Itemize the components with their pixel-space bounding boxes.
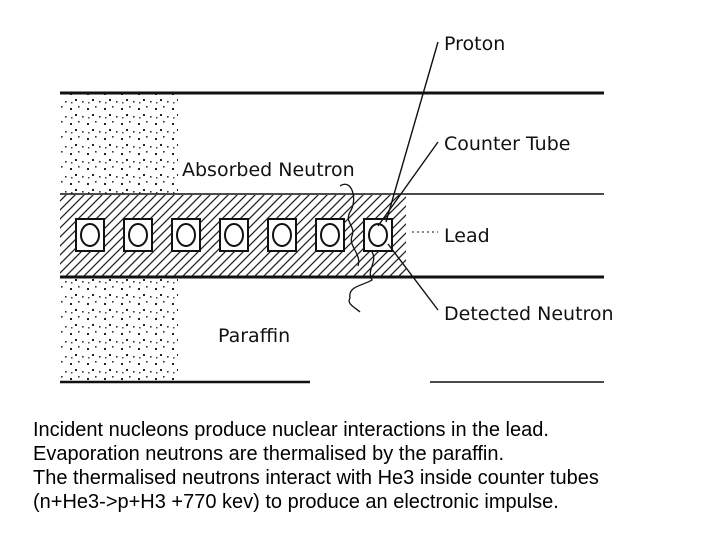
paraffin-lower-region [60, 278, 178, 380]
absorbed-neutron-track [339, 183, 360, 267]
counter-tube [363, 218, 393, 252]
he3-tube [368, 223, 388, 247]
label-lead: Lead [444, 225, 490, 247]
caption-line-4: (n+He3->p+H3 +770 kev) to produce an ele… [33, 491, 559, 513]
paraffin-upper-region [60, 94, 178, 194]
label-paraffin: Paraffin [218, 325, 290, 347]
counter-tube [171, 218, 201, 252]
label-detected-neutron: Detected Neutron [444, 303, 614, 325]
caption-line-2: Evaporation neutrons are thermalised by … [33, 443, 505, 465]
counter-tube [75, 218, 105, 252]
he3-tube [80, 223, 100, 247]
counter-tube-leader-line [377, 141, 439, 227]
counter-tube [315, 218, 345, 252]
he3-tube [176, 223, 196, 247]
he3-tube [272, 223, 292, 247]
caption-line-3: The thermalised neutrons interact with H… [33, 467, 599, 489]
proton-leader-line [385, 41, 439, 223]
he3-tube [128, 223, 148, 247]
label-absorbed-neutron: Absorbed Neutron [182, 159, 355, 181]
label-counter-tube: Counter Tube [444, 133, 570, 155]
counter-tubes [75, 218, 393, 252]
he3-tube [224, 223, 244, 247]
he3-tube [320, 223, 340, 247]
counter-tube [219, 218, 249, 252]
counter-tube [123, 218, 153, 252]
detected-neutron-track [348, 251, 375, 313]
counter-tube [267, 218, 297, 252]
neutron-detector-diagram: Proton Counter Tube Absorbed Neutron Lea… [60, 33, 614, 384]
caption: Incident nucleons produce nuclear intera… [33, 418, 718, 514]
caption-line-1: Incident nucleons produce nuclear intera… [33, 419, 549, 441]
detected-neutron-leader-line [387, 243, 439, 311]
label-proton: Proton [444, 33, 505, 55]
